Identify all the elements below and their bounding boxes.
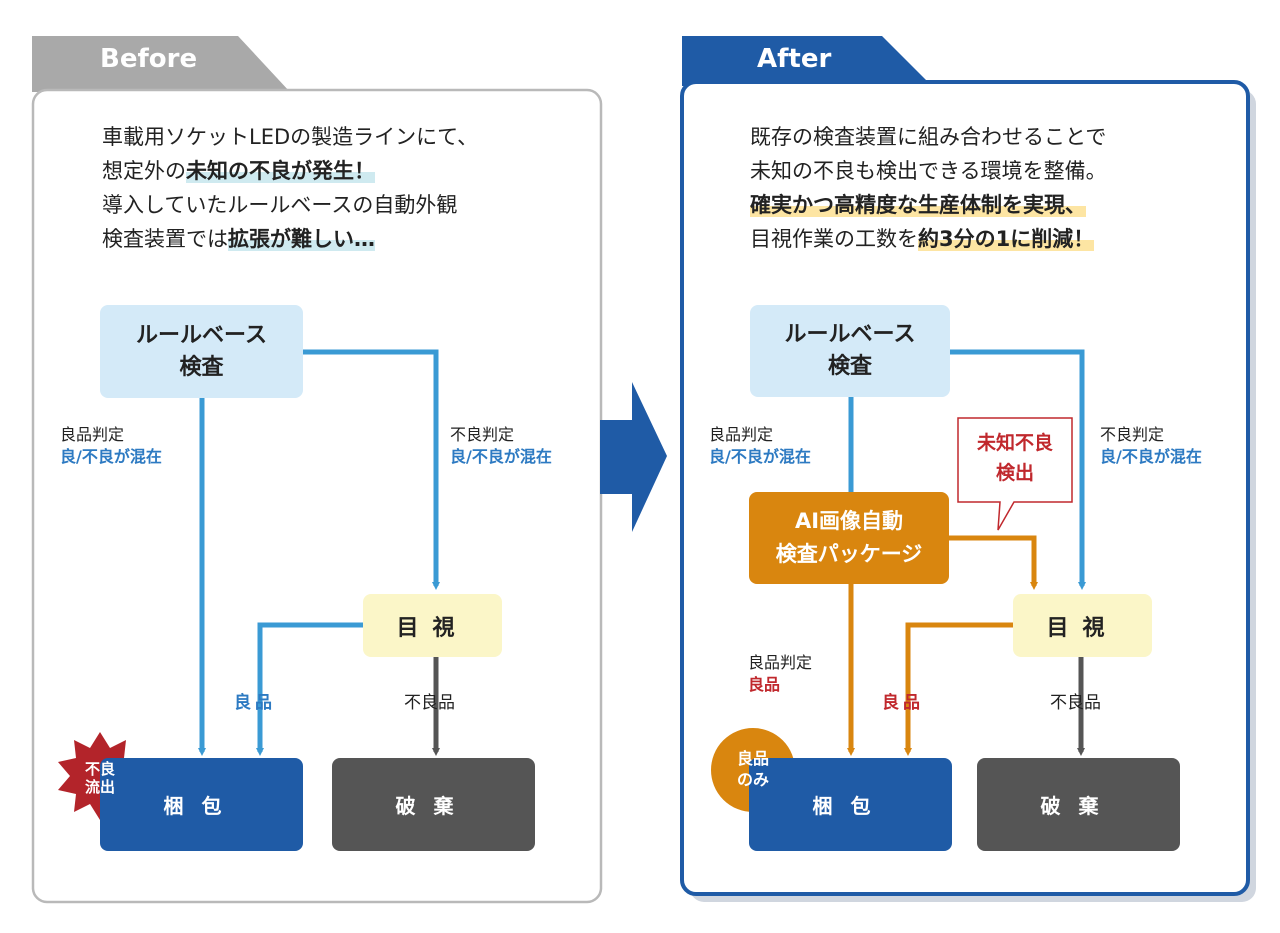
- after-intro-highlight1: 確実かつ高精度な生産体制を実現、: [750, 193, 1086, 217]
- before-badge-text: 不良 流出: [84, 760, 115, 796]
- before-good-label: 良品: [234, 693, 276, 713]
- transition-arrow: [600, 382, 667, 532]
- before-tab-label: Before: [100, 44, 198, 74]
- before-intro-line3: 導入していたルールベースの自動外観: [102, 193, 458, 217]
- after-intro-line1: 既存の検査装置に組み合わせることで: [750, 125, 1107, 149]
- before-discard-box: 破棄: [332, 758, 535, 851]
- after-tab-label: After: [757, 44, 832, 74]
- before-tab-shape: [32, 36, 290, 92]
- after-intro-line2: 未知の不良も検出できる環境を整備。: [750, 159, 1107, 183]
- before-intro-highlight1: 未知の不良が発生！: [186, 159, 375, 183]
- after-intro-highlight2: 約3分の1に削減！: [918, 227, 1095, 251]
- before-rule-based-box: ルールベース検査: [100, 305, 303, 398]
- after-discard-box: 破棄: [977, 758, 1180, 851]
- after-ai-package-box: AI画像自動検査パッケージ: [749, 492, 949, 584]
- before-right-label: 不良判定 良/不良が混在: [450, 425, 552, 466]
- before-intro-highlight2: 拡張が難しい…: [228, 227, 375, 251]
- before-line-visual-to-pack: [256, 622, 363, 756]
- after-left-label: 良品判定 良/不良が混在: [709, 425, 811, 466]
- before-visual-box: 目視: [363, 594, 502, 657]
- after-badge-text: 良品 のみ: [736, 749, 769, 789]
- before-intro-line4: 検査装置では拡張が難しい…: [102, 227, 375, 251]
- after-line-ai-to-visual: [949, 535, 1038, 590]
- before-intro-line2: 想定外の未知の不良が発生！: [102, 159, 375, 183]
- before-pack-box: 梱包: [100, 758, 303, 851]
- after-callout-shape: [957, 417, 1073, 531]
- after-intro-line3: 確実かつ高精度な生産体制を実現、: [750, 188, 1107, 222]
- after-ai-label: 良品判定 良品: [748, 653, 813, 694]
- before-bad-label: 不良品: [404, 693, 455, 713]
- after-right-label: 不良判定 良/不良が混在: [1100, 425, 1202, 466]
- before-intro-line1: 車載用ソケットLEDの製造ラインにて、: [102, 125, 479, 149]
- before-line-rule-to-visual: [303, 349, 440, 590]
- after-callout-text: 未知不良 検出: [976, 432, 1053, 484]
- after-intro-line4: 目視作業の工数を約3分の1に削減！: [750, 227, 1095, 251]
- after-pack-box: 梱包: [749, 758, 952, 851]
- after-line-rule-to-visual: [950, 349, 1086, 590]
- after-tab-shape: [682, 36, 932, 86]
- before-panel: [31, 88, 603, 904]
- after-good-label: 良品: [882, 693, 924, 713]
- after-bad-label: 不良品: [1050, 693, 1101, 713]
- after-line-visual-to-pack: [904, 622, 1013, 756]
- after-visual-box: 目視: [1013, 594, 1152, 657]
- after-intro: 既存の検査装置に組み合わせることで 未知の不良も検出できる環境を整備。 確実かつ…: [750, 120, 1107, 256]
- before-left-label: 良品判定 良/不良が混在: [60, 425, 162, 466]
- after-rule-based-box: ルールベース検査: [750, 305, 950, 397]
- before-intro: 車載用ソケットLEDの製造ラインにて、 想定外の未知の不良が発生！ 導入していた…: [102, 120, 478, 256]
